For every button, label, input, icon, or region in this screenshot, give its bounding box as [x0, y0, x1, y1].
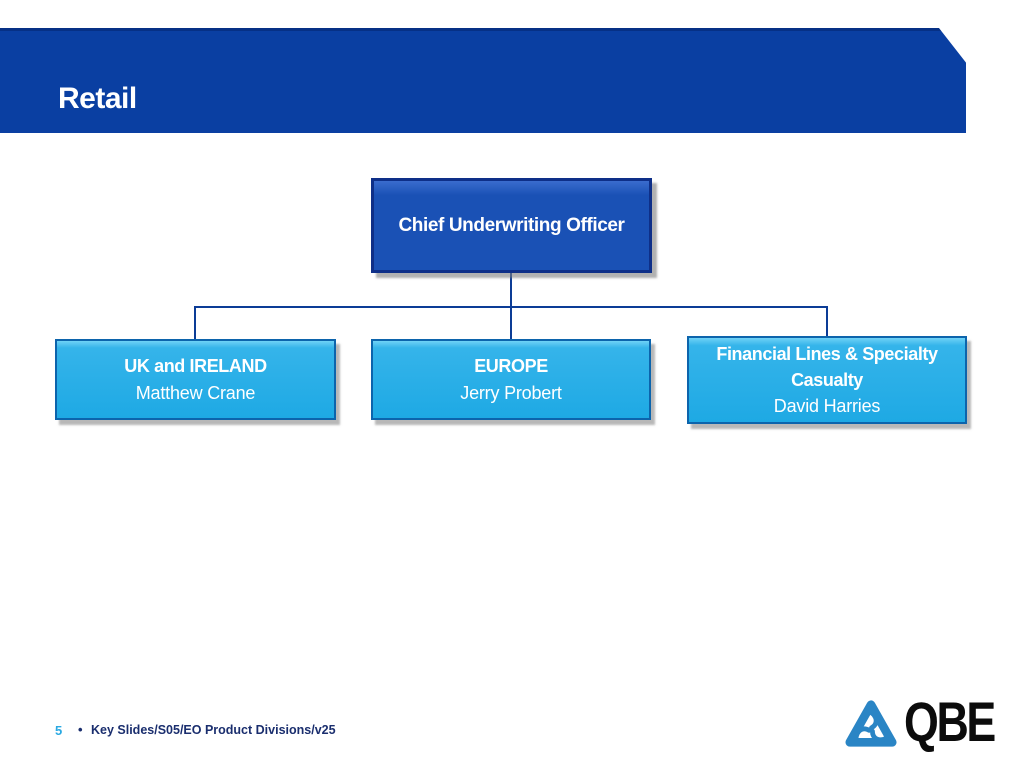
footer-label: Key Slides/S05/EO Product Divisions/v25: [91, 723, 336, 737]
connector-drop-middle: [510, 306, 512, 339]
qbe-logo-text: QBE: [904, 690, 996, 753]
org-box-person: Jerry Probert: [460, 382, 562, 403]
connector-root-stem: [510, 273, 512, 307]
org-box-title: Financial Lines & Specialty Casualty: [716, 344, 938, 390]
qbe-logo: QBE: [842, 694, 1016, 750]
org-box-person: Matthew Crane: [135, 382, 256, 403]
page-title: Retail: [58, 82, 137, 115]
qbe-trefoil-emblem-icon: [845, 700, 897, 747]
org-box-europe: EUROPE Jerry Probert: [371, 339, 651, 420]
footer-bullet: •: [78, 722, 83, 737]
connector-drop-left: [194, 306, 196, 339]
org-box-title: EUROPE: [474, 355, 548, 376]
org-box-uk-and-ireland: UK and IRELAND Matthew Crane: [55, 339, 336, 420]
org-box-person: David Harries: [773, 396, 881, 416]
org-box-chief-underwriting-officer: Chief Underwriting Officer: [371, 178, 652, 273]
org-box-title: UK and IRELAND: [124, 355, 267, 376]
org-box-financial-lines-specialty-casualty: Financial Lines & Specialty Casualty Dav…: [687, 336, 967, 424]
slide-page-number: 5: [55, 723, 63, 738]
org-box-title: Chief Underwriting Officer: [398, 214, 625, 236]
connector-drop-right: [826, 306, 828, 337]
title-banner: Retail: [0, 28, 966, 133]
